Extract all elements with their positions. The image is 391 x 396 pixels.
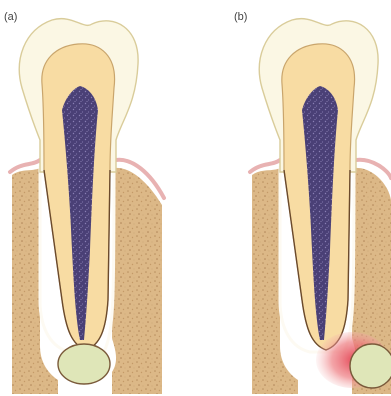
panel-b: (b) [234,11,391,394]
panel-a: (a) [4,11,164,394]
jaw-bone-a-right [112,168,162,394]
panel-label-a: (a) [4,11,17,23]
panel-label-b: (b) [234,11,247,23]
periapical-cyst-b [350,344,391,388]
periapical-cyst-a [58,344,110,384]
